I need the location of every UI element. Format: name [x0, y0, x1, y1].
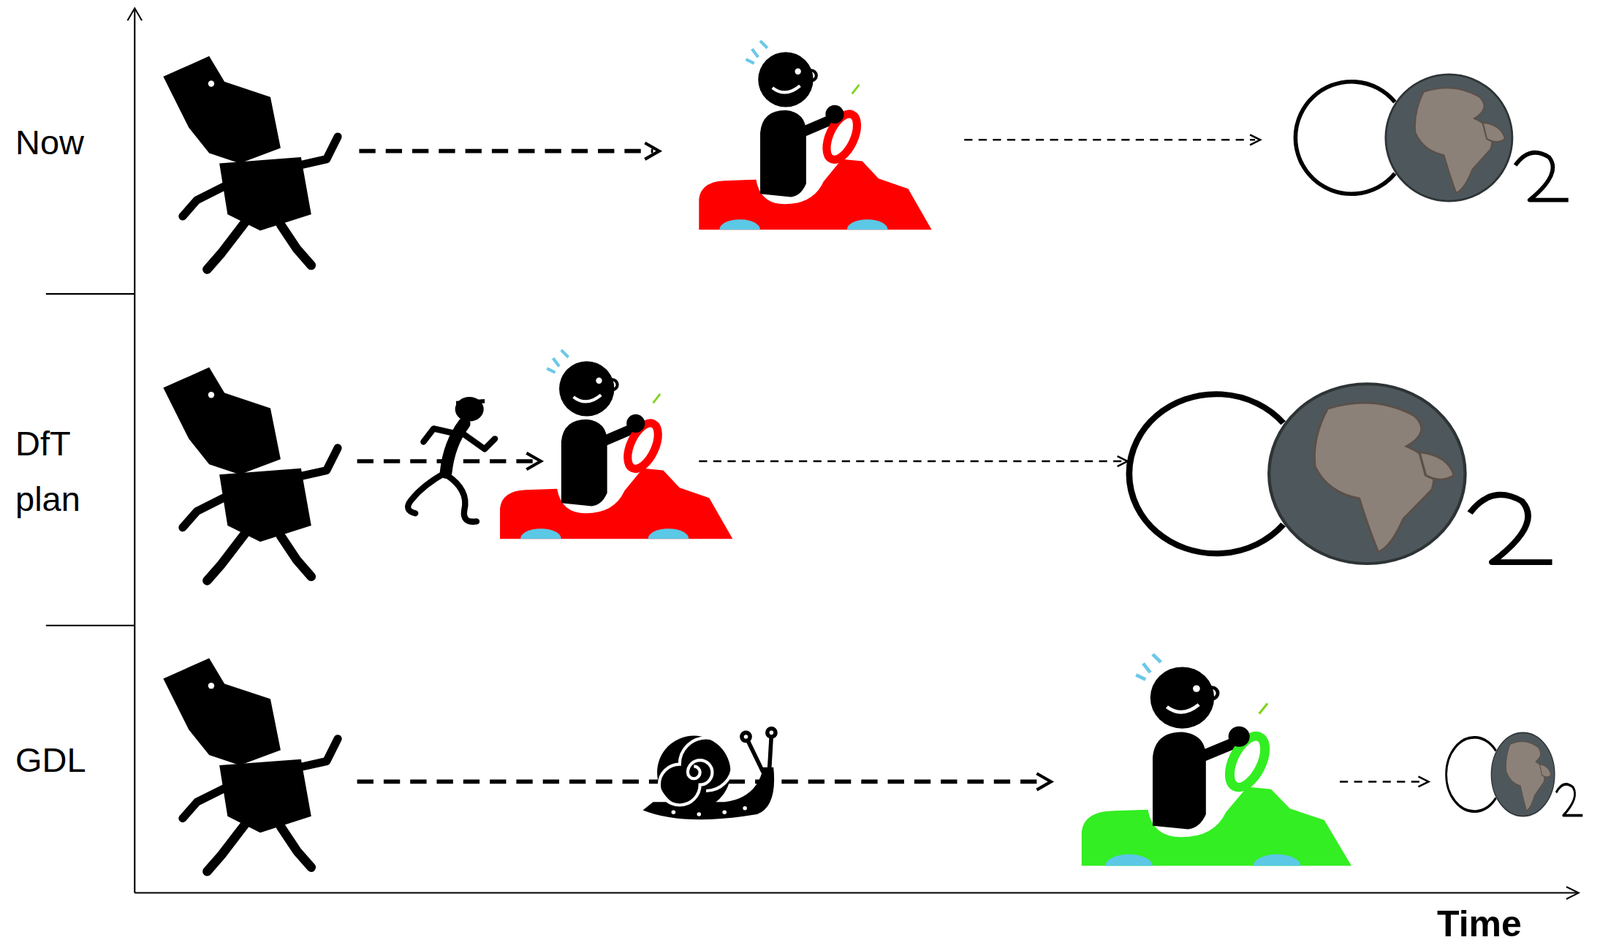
arrows: [357, 134, 1429, 790]
row-label: GDL: [15, 740, 87, 780]
green-car: [1081, 654, 1352, 866]
child-figure: [162, 657, 338, 872]
red-car: [499, 350, 733, 539]
axes: [46, 8, 1579, 900]
co2-globe: [1129, 383, 1553, 564]
child-figure: [162, 56, 338, 270]
red-car: [698, 40, 932, 230]
child-figure: [162, 367, 338, 582]
row-label: Now: [15, 122, 85, 163]
row-label: DfT plan: [15, 415, 118, 527]
runner-figure: [407, 396, 495, 522]
axis-label: Time: [1437, 903, 1522, 946]
co2-globe: [1295, 74, 1568, 202]
co2-globe: [1446, 732, 1584, 816]
snail: [643, 726, 778, 820]
